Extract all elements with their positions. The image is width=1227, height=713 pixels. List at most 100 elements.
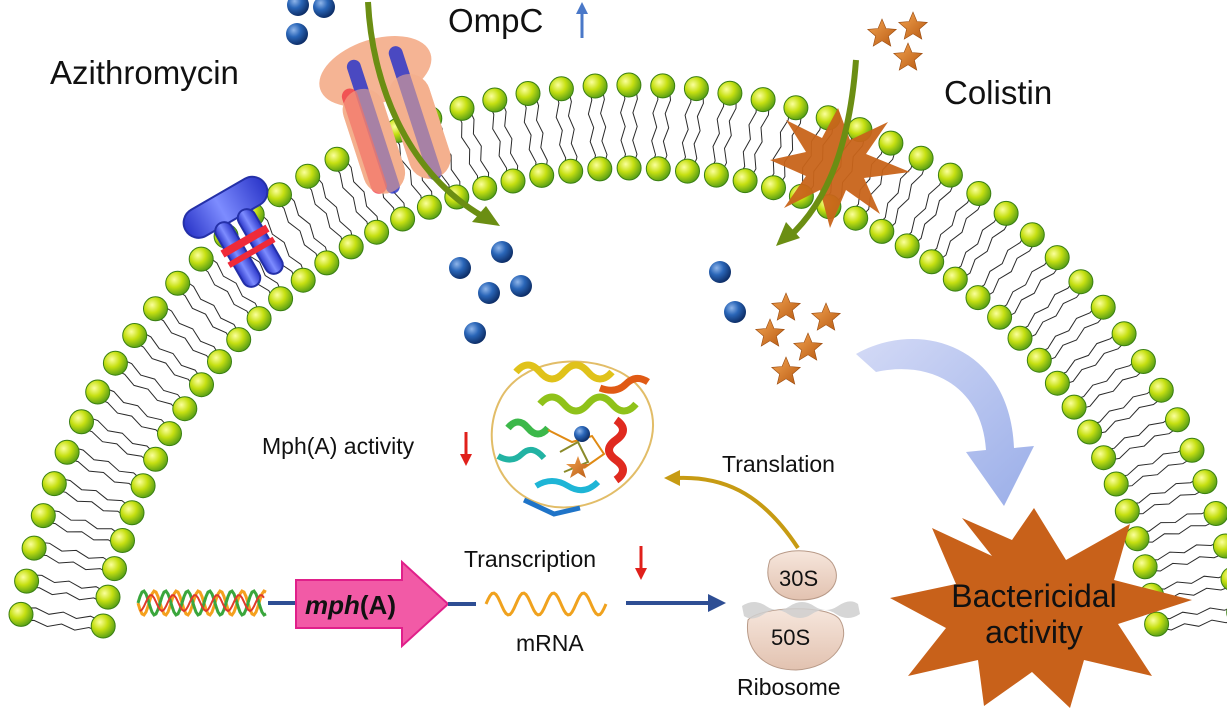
lipid-head [869,218,895,244]
translation-label: Translation [722,451,835,477]
ompc-label: OmpC [448,2,544,39]
azithromycin-molecules [286,0,746,344]
lipid-tail [1105,425,1181,462]
lipid-head [703,162,729,188]
lipid-tail [100,386,172,432]
lipid-tail [205,254,262,317]
lipid-tail [521,94,537,177]
azithromycin-label: Azithromycin [50,54,239,91]
lipid-head [1165,407,1190,433]
mrna-strand-icon [484,591,608,617]
azithromycin-molecule [449,257,471,279]
lipid-head [965,285,991,311]
bactericidal-label-line2: activity [985,614,1083,651]
colistin-molecule [754,318,786,347]
lipid-head [500,168,526,194]
lipid-head [645,156,671,182]
lipid-head [878,130,904,156]
lipid-head [267,182,292,208]
lipid-head [750,87,776,113]
lipid-head [85,379,111,405]
lipid-tail [342,155,380,231]
lipid-head [1132,554,1158,580]
lipid-tail [69,445,145,484]
lipid-tail [661,86,672,170]
lipid-tail [948,209,1002,275]
lipid-tail [312,172,355,246]
lipid-tail [151,313,216,368]
lipid-tail [924,189,974,258]
lipid-head [189,372,214,398]
lipid-tail [909,178,957,249]
lipid-tail [130,340,198,392]
bactericidal-label-line1: Bactericidal [951,578,1117,614]
lipid-tail [1001,261,1063,321]
lipid-head [1026,347,1052,373]
lipid-head [1114,498,1140,524]
lipid-head [482,87,508,113]
lipid-tail [1145,551,1227,572]
lipid-tail [1134,506,1215,532]
gene-label-suffix: (A) [359,590,396,620]
bactericidal-activity-label: Bactericidal activity [924,578,1144,651]
lipid-head [416,194,442,220]
lipid-head [1019,222,1045,248]
lipid-head [41,471,67,497]
lipid-tail [776,109,803,189]
lipid-tail [1091,395,1165,436]
lipid-head [268,286,294,312]
lipid-head [587,156,613,182]
lipid-head [1192,469,1218,495]
lipid-tail [747,100,770,182]
lipid-head [1148,377,1174,403]
azithromycin-molecule [724,301,746,323]
lipid-tail [111,368,181,416]
lipid-tail [1155,607,1227,620]
ribosome-icon [742,550,860,671]
lipid-head [21,535,47,561]
lipid-tail [284,190,330,262]
lipid-tail [620,84,627,169]
lipid-tail [1069,355,1141,402]
lipid-tail [118,357,188,407]
lipid-head [8,601,34,627]
subunit-50s-label: 50S [771,625,811,650]
lipid-tail [488,101,508,183]
mrna-label: mRNA [516,630,584,656]
azithromycin-entry-arrow [365,1,500,226]
lipid-tails [20,84,1227,635]
lipid-tail [1149,573,1227,590]
lipid-head [1090,294,1116,320]
lipid-head [130,473,156,499]
lipid-head [558,158,584,184]
lipid-tail [1022,286,1086,342]
lipid-head [683,76,709,102]
subunit-30s-label: 30S [779,566,819,591]
lipid-head [110,528,135,553]
lipid-head [761,175,786,201]
lipid-tail [273,198,321,268]
azithromycin-molecule [286,23,308,45]
lipid-head [324,146,350,172]
lipid-head [919,249,945,275]
lipid-tail [1059,338,1129,387]
lipid-head [188,246,214,272]
lipid-tail [27,574,109,595]
lipid-head [95,584,121,610]
lipid-tail [1156,619,1227,631]
lipid-head [295,163,321,189]
azithromycin-molecule [287,0,309,16]
lipid-head [119,500,145,526]
lipid-tail [708,92,725,175]
lipid-tail [196,263,255,325]
lipid-tail [600,85,608,169]
lipid-tail [1085,384,1159,426]
lipid-tail [884,161,928,234]
lipid-head [937,162,963,188]
lipid-tail [301,179,346,252]
lipid-tail [1137,519,1219,543]
lipid-head [246,306,272,332]
translation-arrow [664,470,800,550]
lipid-head [942,266,968,292]
